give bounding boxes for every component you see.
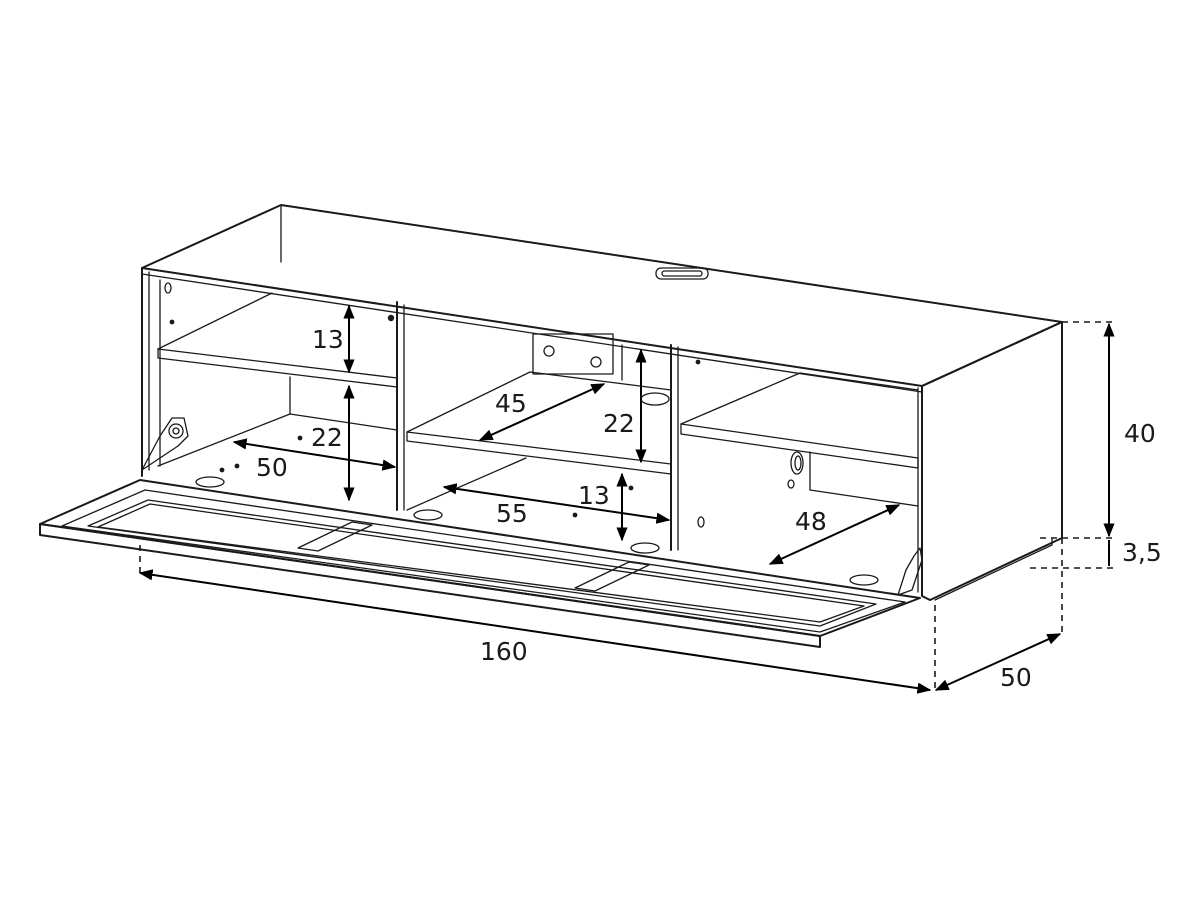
left-depth-label: 50 xyxy=(256,453,288,482)
left-depth-arrow xyxy=(232,438,397,471)
back-bracket xyxy=(532,333,614,375)
cable-slot xyxy=(655,267,709,280)
left-shelf xyxy=(157,292,273,350)
depth-arrow xyxy=(934,633,1062,691)
cable-hole xyxy=(640,392,670,406)
center-shelf xyxy=(406,431,672,475)
plinth xyxy=(934,537,1053,601)
left-lower-height-label: 22 xyxy=(311,423,343,452)
depth-label: 50 xyxy=(1000,663,1032,692)
center-width-arrow xyxy=(442,483,671,524)
width-label: 160 xyxy=(480,637,528,666)
dimension-labels: 160 50 40 3,5 13 22 50 45 22 13 55 48 xyxy=(256,325,1162,692)
dimension-arrows xyxy=(138,304,1115,694)
left-top-shelf-height-label: 13 xyxy=(312,325,344,354)
cable-slot-inner xyxy=(661,270,703,277)
cabinet-body xyxy=(141,204,1063,601)
right-side-panel xyxy=(921,321,1063,601)
right-depth-label: 48 xyxy=(795,507,827,536)
height-label: 40 xyxy=(1124,419,1156,448)
center-depth-arrow xyxy=(478,383,606,441)
center-lower-height-label: 13 xyxy=(578,481,610,510)
front-flap xyxy=(39,479,921,648)
right-depth-arrow xyxy=(768,504,901,565)
flap-stay-left xyxy=(141,417,189,471)
cable-hole-right xyxy=(790,451,804,475)
center-depth-label: 45 xyxy=(495,389,527,418)
plinth-height-label: 3,5 xyxy=(1122,538,1162,567)
center-width-label: 55 xyxy=(496,499,528,528)
center-upper-height-label: 22 xyxy=(603,409,635,438)
right-shelf xyxy=(680,423,919,469)
width-arrow xyxy=(138,569,932,694)
extension-lines xyxy=(139,321,1114,690)
hinge-plates xyxy=(195,476,879,586)
